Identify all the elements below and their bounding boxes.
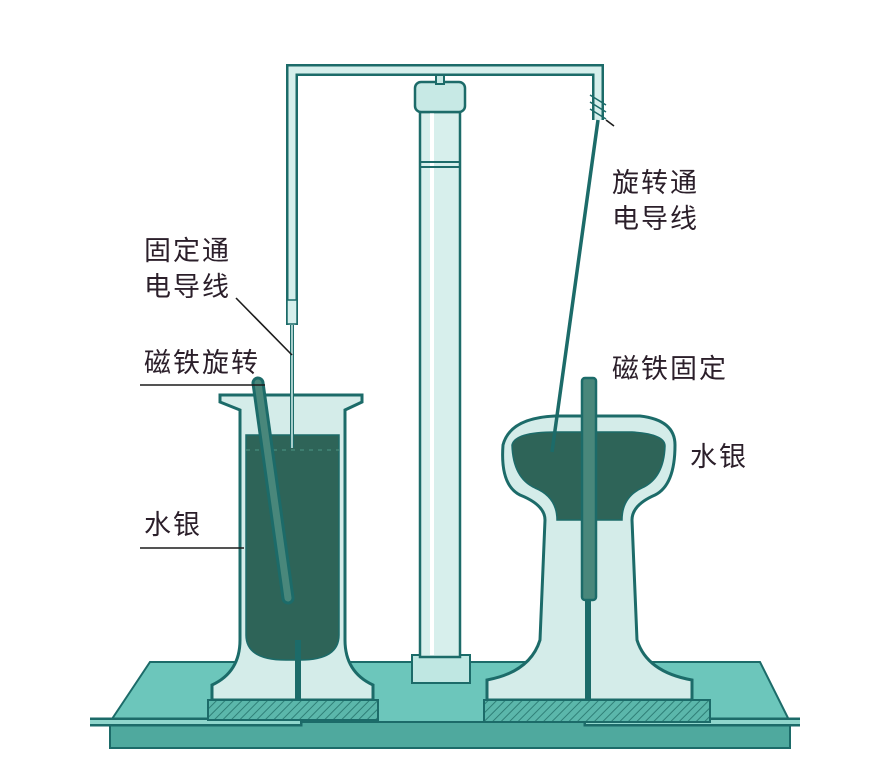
top-frame-wire bbox=[286, 64, 607, 325]
rotating-wire-leader bbox=[605, 119, 615, 127]
fixed-wire bbox=[290, 325, 301, 700]
central-column bbox=[411, 69, 471, 684]
mercury-right-label: 水银 bbox=[690, 442, 748, 473]
left-mercury bbox=[245, 434, 340, 661]
fixed-wire-label: 固定通 电导线 bbox=[144, 236, 231, 303]
left-magnet bbox=[251, 376, 295, 605]
magnet-rotating-label: 磁铁旋转 bbox=[144, 348, 260, 379]
magnet-fixed-label: 磁铁固定 bbox=[612, 354, 728, 385]
leader-lines bbox=[140, 119, 615, 549]
right-magnet bbox=[580, 376, 598, 700]
left-beaker bbox=[207, 393, 379, 721]
mercury-left-label: 水银 bbox=[144, 510, 202, 541]
rotating-wire bbox=[550, 119, 600, 453]
rotating-wire-label: 旋转通 电导线 bbox=[612, 168, 699, 235]
fixed-wire-leader bbox=[235, 297, 293, 356]
